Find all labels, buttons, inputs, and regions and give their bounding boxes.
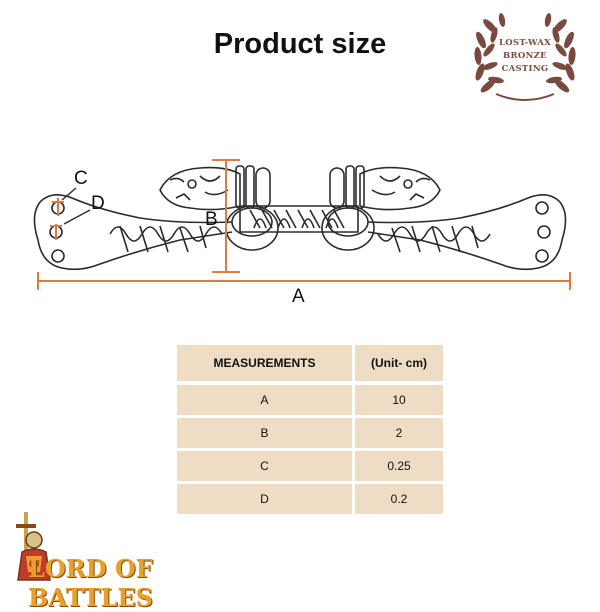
- lost-wax-seal: LOST-WAX BRONZE CASTING: [466, 8, 584, 108]
- dimension-label-b: B: [205, 209, 218, 230]
- dimension-c-marker: [52, 198, 64, 216]
- center-bar: [239, 205, 359, 233]
- table-cell-label: D: [177, 484, 352, 514]
- lord-of-battles-logo: LORD OF BATTLES: [4, 510, 244, 612]
- left-animal-head: [159, 166, 241, 211]
- dimension-d-marker: [50, 224, 62, 240]
- right-animal-head: [359, 166, 441, 211]
- table-row: C 0.25: [177, 451, 443, 481]
- table-row: D 0.2: [177, 484, 443, 514]
- table-cell-value: 0.2: [355, 484, 443, 514]
- right-twist: [377, 225, 491, 253]
- dimension-label-d: D: [91, 193, 105, 214]
- table-header-unit: (Unit- cm): [355, 345, 443, 381]
- dimension-label-c: C: [74, 168, 88, 189]
- seal-line-2: BRONZE: [503, 51, 547, 61]
- knight-figure-icon: [16, 512, 51, 581]
- seal-line-3: CASTING: [501, 64, 549, 74]
- product-diagram: C D B A: [0, 140, 600, 315]
- table-cell-label: C: [177, 451, 352, 481]
- left-twist: [109, 225, 223, 253]
- table-row: A 10: [177, 385, 443, 415]
- measurements-table: MEASUREMENTS (Unit- cm) A 10 B 2 C 0.25 …: [177, 345, 443, 517]
- table-cell-value: 10: [355, 385, 443, 415]
- right-end-plate: [367, 201, 567, 271]
- table-cell-value: 2: [355, 418, 443, 448]
- left-end-plate: [33, 201, 233, 271]
- table-row: B 2: [177, 418, 443, 448]
- laurel-wreath-icon: [474, 13, 576, 101]
- page-title: Product size: [213, 28, 387, 60]
- table-cell-label: A: [177, 385, 352, 415]
- seal-line-1: LOST-WAX: [498, 38, 552, 48]
- table-header-row: MEASUREMENTS (Unit- cm): [177, 345, 443, 381]
- table-cell-value: 0.25: [355, 451, 443, 481]
- dimension-label-a: A: [292, 286, 305, 307]
- table-header-measurements: MEASUREMENTS: [177, 345, 352, 381]
- handle-drawing: [33, 159, 571, 290]
- logo-wordmark: LORD OF BATTLES: [28, 554, 153, 612]
- dimension-lines: [37, 159, 571, 290]
- table-cell-label: B: [177, 418, 352, 448]
